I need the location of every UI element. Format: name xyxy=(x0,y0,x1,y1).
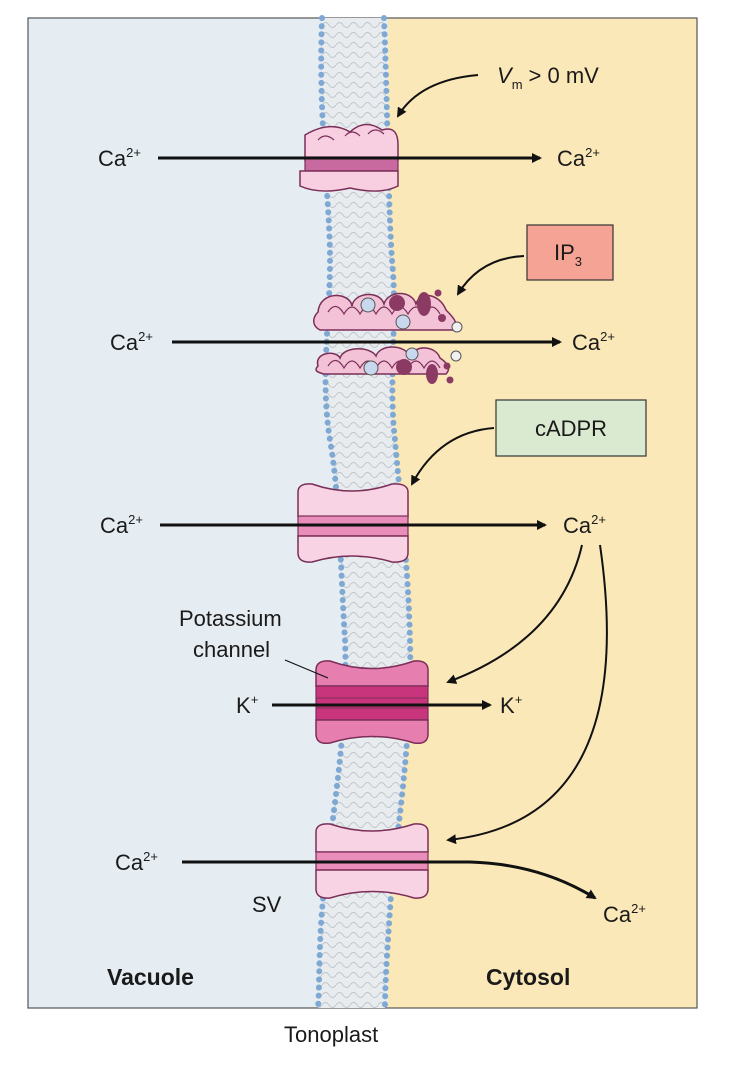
ca-label-cytosol-5: Ca2+ xyxy=(603,901,646,927)
k-label-vacuole: K+ xyxy=(236,692,258,718)
regulatory-arrows xyxy=(284,74,608,845)
ip3-receptor-channel xyxy=(313,289,463,384)
voltage-symbol: V xyxy=(497,63,514,88)
voltage-arrow xyxy=(396,74,479,118)
vacuole-label: Vacuole xyxy=(107,964,194,990)
sv-channel xyxy=(315,823,429,899)
ip3-box: IP3 xyxy=(526,224,614,281)
potassium-leader-line xyxy=(284,659,329,679)
ca-to-sv-arrow xyxy=(446,544,608,845)
voltage-subscript: m xyxy=(512,77,523,92)
cadpr-channel xyxy=(297,483,409,563)
ca-label-cytosol-1: Ca2+ xyxy=(557,145,600,171)
ip3-text: IP xyxy=(554,240,575,265)
cadpr-text: cADPR xyxy=(535,416,607,441)
potassium-channel-label-line1: Potassium xyxy=(179,606,282,631)
ca-label-cytosol-2: Ca2+ xyxy=(572,329,615,355)
ip3-arrow xyxy=(456,255,525,296)
cadpr-arrow xyxy=(411,427,495,486)
ca-label-vacuole-2: Ca2+ xyxy=(110,329,153,355)
ca-label-vacuole-1: Ca2+ xyxy=(98,145,141,171)
k-label-cytosol: K+ xyxy=(500,692,522,718)
cytosol-label: Cytosol xyxy=(486,964,570,990)
voltage-label: Vm > 0 mV xyxy=(497,63,599,92)
ca-to-k-arrow xyxy=(446,544,583,684)
ip3-subscript: 3 xyxy=(575,254,582,269)
potassium-channel xyxy=(315,660,429,745)
potassium-channel-label-line2: channel xyxy=(193,637,270,662)
ca-label-cytosol-3: Ca2+ xyxy=(563,512,606,538)
cadpr-box: cADPR xyxy=(495,399,647,457)
voltage-condition: > 0 mV xyxy=(529,63,600,88)
cytosol-region xyxy=(388,18,697,1008)
sv-channel-label: SV xyxy=(252,892,282,917)
ca-label-vacuole-5: Ca2+ xyxy=(115,849,158,875)
svg-text:IP3: IP3 xyxy=(554,240,582,269)
ca-flux-arrow-5 xyxy=(182,860,597,900)
tonoplast-label: Tonoplast xyxy=(284,1022,378,1047)
ca-label-vacuole-3: Ca2+ xyxy=(100,512,143,538)
flux-arrows xyxy=(158,153,597,900)
voltage-gated-channel xyxy=(299,123,399,192)
